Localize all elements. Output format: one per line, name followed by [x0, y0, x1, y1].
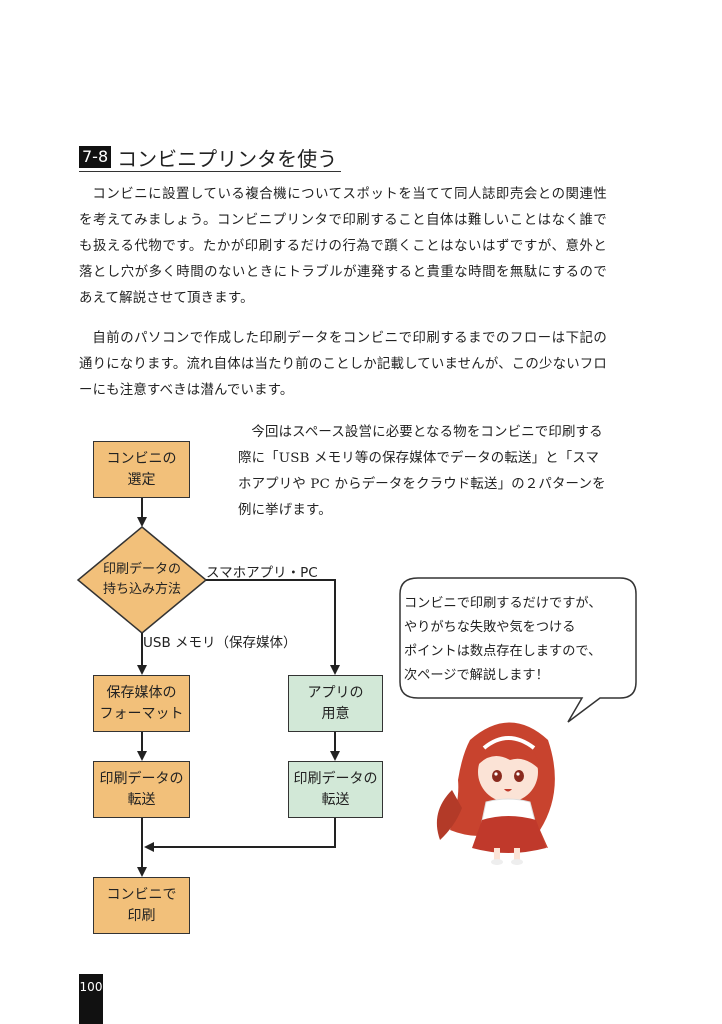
- speech-bubble-text: コンビニで印刷するだけですが、 やりがちな失敗や気をつける ポイントは数点存在し…: [404, 596, 602, 683]
- flow-step-print: コンビニで 印刷: [93, 877, 190, 934]
- mascot-character-illustration: [436, 722, 555, 865]
- flow-decision-label: 印刷データの 持ち込み方法: [102, 562, 181, 597]
- section-heading: 7-8 コンビニプリンタを使う: [79, 143, 341, 172]
- paragraph-patterns: 今回はスペース設営に必要となる物をコンビニで印刷する際に「USB メモリ等の保存…: [238, 425, 606, 518]
- section-title: コンビニプリンタを使う: [117, 146, 338, 171]
- paragraph-flow: 自前のパソコンで作成した印刷データをコンビニで印刷するまでのフローは下記の通りに…: [79, 331, 607, 398]
- page-number: 100: [79, 974, 103, 1024]
- flow-step-select-store: コンビニの 選定: [93, 441, 190, 498]
- section-number: 7-8: [79, 146, 112, 168]
- paragraph-intro: コンビニに設置している複合機についてスポットを当てて同人誌即売会との関連性を考え…: [79, 187, 607, 306]
- flow-step-format-media: 保存媒体の フォーマット: [93, 675, 190, 732]
- branch-label-usb: USB メモリ（保存媒体）: [143, 635, 297, 651]
- speech-bubble: [399, 577, 637, 723]
- flow-step-prepare-app: アプリの 用意: [288, 675, 383, 732]
- flow-step-transfer-data-usb: 印刷データの 転送: [93, 761, 190, 818]
- flow-step-transfer-data-cloud: 印刷データの 転送: [288, 761, 383, 818]
- branch-label-smartphone-pc: スマホアプリ・PC: [206, 565, 318, 581]
